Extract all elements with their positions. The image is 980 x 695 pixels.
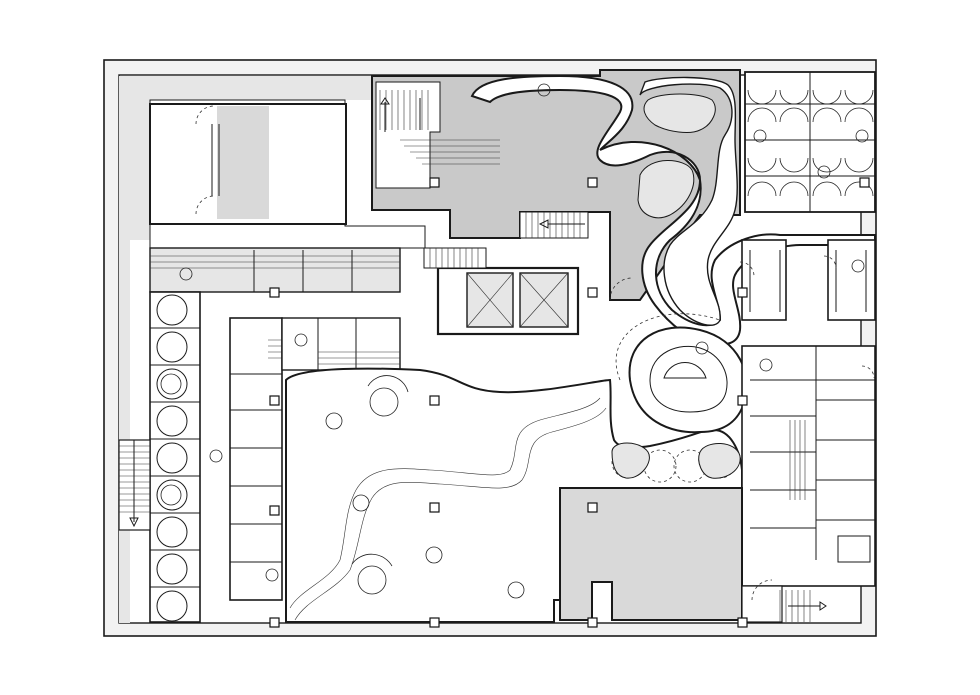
wc-fixture-icon bbox=[747, 89, 874, 197]
left-pod-bay bbox=[149, 247, 401, 623]
top-stair-core bbox=[371, 69, 741, 301]
seat-pod-icon bbox=[156, 294, 188, 622]
winding-corridor bbox=[470, 74, 876, 347]
left-stair bbox=[118, 439, 151, 531]
elevator-core bbox=[423, 247, 580, 336]
top-left-room bbox=[149, 103, 347, 225]
left-corridor bbox=[119, 76, 372, 623]
elevator-icon bbox=[466, 272, 569, 328]
main-open-room bbox=[285, 367, 743, 623]
column-icon bbox=[269, 177, 870, 628]
middle-booths bbox=[229, 317, 401, 601]
wc-top-block bbox=[744, 71, 876, 213]
person-icon bbox=[179, 83, 869, 582]
central-roundabout bbox=[611, 313, 748, 483]
wc-bottom-block bbox=[741, 239, 876, 587]
stair-icon bbox=[379, 90, 500, 165]
door-swing-icon bbox=[609, 255, 875, 379]
bottom-right-room bbox=[559, 487, 827, 623]
lounge-chair-icon bbox=[160, 373, 525, 599]
